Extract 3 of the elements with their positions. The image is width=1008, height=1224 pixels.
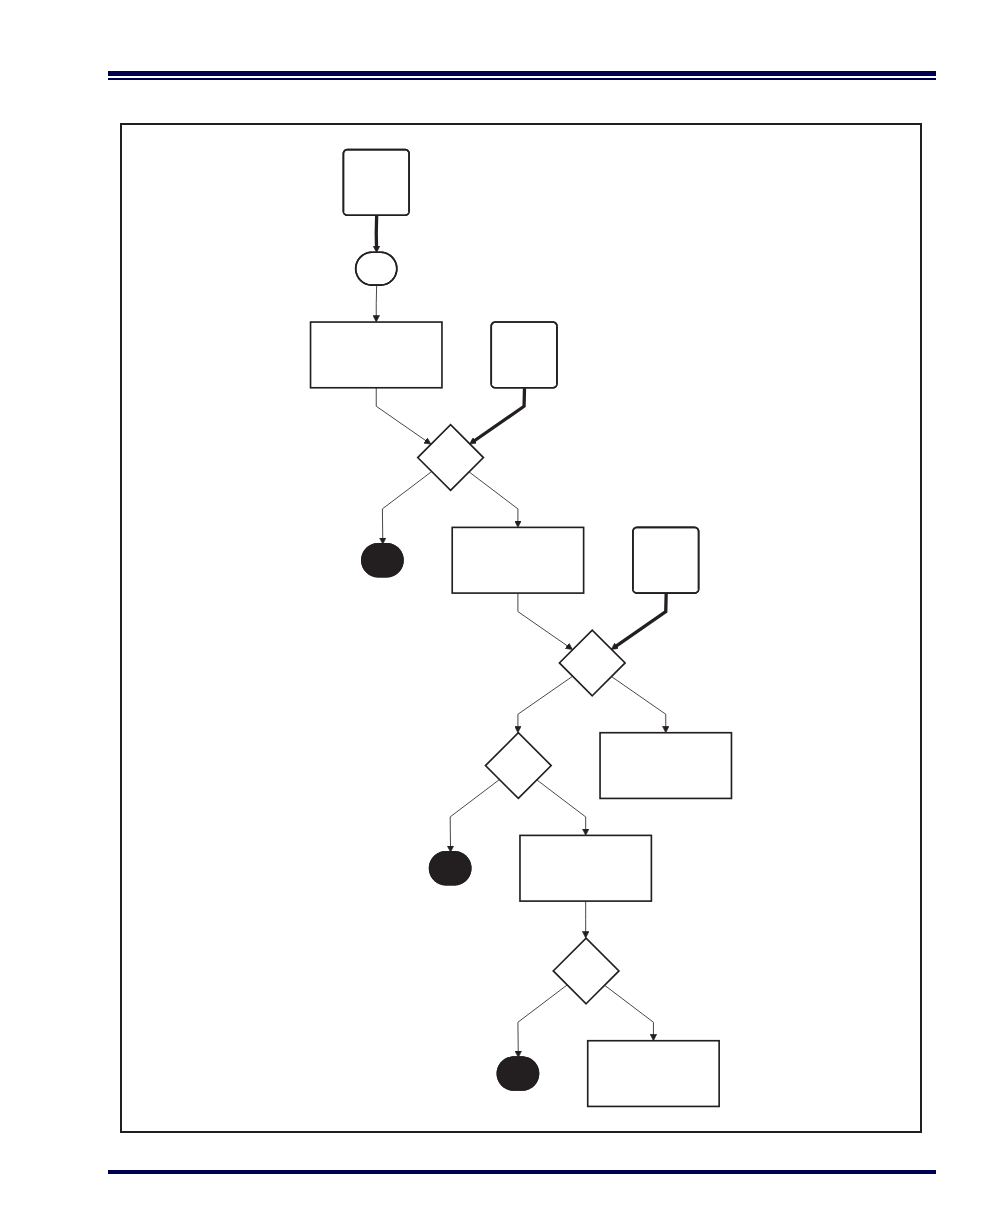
arrow [372,215,381,253]
arrow [469,388,527,445]
arrow [610,593,668,650]
